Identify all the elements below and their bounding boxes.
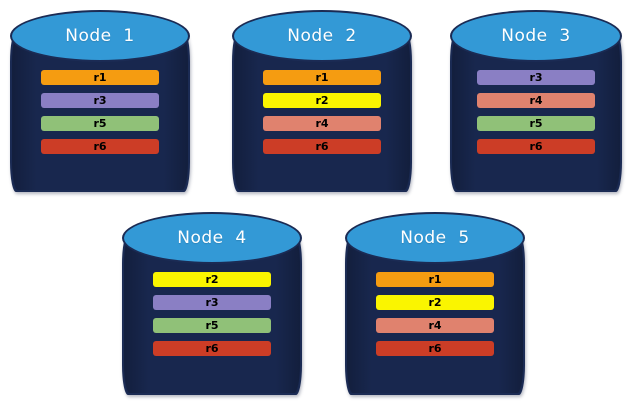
replica-label: r5 — [205, 319, 219, 332]
node-label: Node 5 — [400, 228, 470, 248]
replica-bar[interactable]: r1 — [376, 272, 494, 287]
replica-label: r2 — [205, 273, 219, 286]
replica-bar[interactable]: r6 — [477, 139, 595, 154]
node-cylinder-top: Node 2 — [232, 10, 412, 62]
replica-label: r2 — [428, 296, 442, 309]
replica-bar[interactable]: r1 — [263, 70, 381, 85]
replica-label: r3 — [205, 296, 219, 309]
replica-label: r3 — [93, 94, 107, 107]
node-cylinder-top: Node 3 — [450, 10, 622, 62]
replica-bar[interactable]: r2 — [376, 295, 494, 310]
replica-label: r1 — [428, 273, 442, 286]
replica-bar[interactable]: r2 — [153, 272, 271, 287]
replica-stack: r1 r2 r4 r6 — [232, 70, 412, 154]
replica-label: r5 — [93, 117, 107, 130]
replica-stack: r2 r3 r5 r6 — [122, 272, 302, 356]
replica-label: r5 — [529, 117, 543, 130]
node-label: Node 3 — [501, 26, 571, 46]
replica-label: r4 — [529, 94, 543, 107]
replica-label: r6 — [93, 140, 107, 153]
replica-bar[interactable]: r5 — [41, 116, 159, 131]
replica-label: r1 — [315, 71, 329, 84]
replica-bar[interactable]: r2 — [263, 93, 381, 108]
node-cylinder-top: Node 4 — [122, 212, 302, 264]
replica-stack: r1 r3 r5 r6 — [10, 70, 190, 154]
replica-bar[interactable]: r1 — [41, 70, 159, 85]
replica-label: r6 — [315, 140, 329, 153]
replica-label: r6 — [205, 342, 219, 355]
database-node-4[interactable]: Node 4 r2 r3 r5 r6 — [122, 212, 302, 395]
replica-stack: r3 r4 r5 r6 — [450, 70, 622, 154]
database-node-3[interactable]: Node 3 r3 r4 r5 r6 — [450, 10, 622, 192]
replica-label: r2 — [315, 94, 329, 107]
replica-bar[interactable]: r4 — [477, 93, 595, 108]
replica-label: r1 — [93, 71, 107, 84]
node-label: Node 1 — [65, 26, 135, 46]
node-cylinder-top: Node 1 — [10, 10, 190, 62]
database-node-1[interactable]: Node 1 r1 r3 r5 r6 — [10, 10, 190, 192]
replica-label: r4 — [428, 319, 442, 332]
replica-label: r3 — [529, 71, 543, 84]
replica-label: r6 — [428, 342, 442, 355]
replica-bar[interactable]: r6 — [153, 341, 271, 356]
replica-bar[interactable]: r5 — [153, 318, 271, 333]
replica-bar[interactable]: r3 — [477, 70, 595, 85]
replica-bar[interactable]: r3 — [41, 93, 159, 108]
database-node-5[interactable]: Node 5 r1 r2 r4 r6 — [345, 212, 525, 395]
replica-label: r6 — [529, 140, 543, 153]
replica-bar[interactable]: r6 — [263, 139, 381, 154]
node-cylinder-top: Node 5 — [345, 212, 525, 264]
replica-bar[interactable]: r4 — [376, 318, 494, 333]
node-label: Node 2 — [287, 26, 357, 46]
replica-bar[interactable]: r3 — [153, 295, 271, 310]
replica-bar[interactable]: r6 — [376, 341, 494, 356]
node-label: Node 4 — [177, 228, 247, 248]
database-node-2[interactable]: Node 2 r1 r2 r4 r6 — [232, 10, 412, 192]
replica-stack: r1 r2 r4 r6 — [345, 272, 525, 356]
replica-bar[interactable]: r6 — [41, 139, 159, 154]
replica-bar[interactable]: r4 — [263, 116, 381, 131]
replica-label: r4 — [315, 117, 329, 130]
replica-bar[interactable]: r5 — [477, 116, 595, 131]
